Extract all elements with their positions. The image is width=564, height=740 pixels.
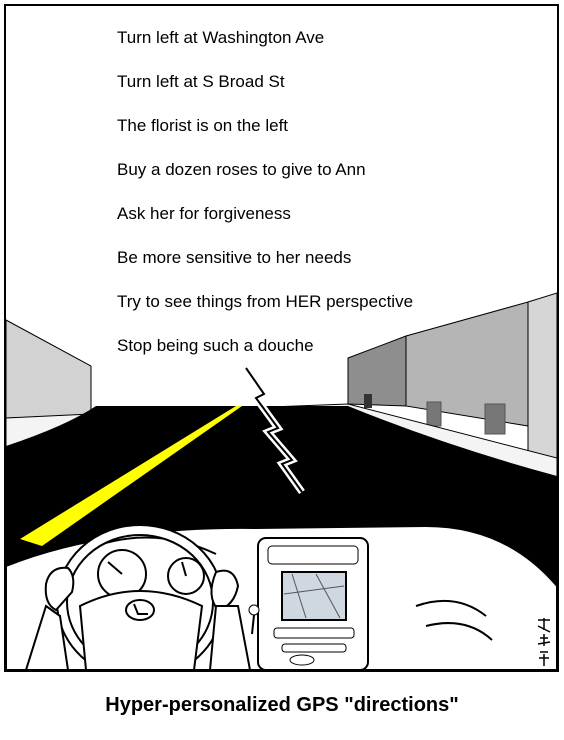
right-hand — [210, 569, 240, 612]
direction-line-1: Turn left at Washington Ave — [117, 28, 325, 47]
gps-screen — [281, 571, 347, 621]
building-window — [426, 401, 442, 427]
left-hand — [44, 566, 75, 612]
comic-caption: Hyper-personalized GPS "directions" — [105, 694, 459, 716]
building-window — [484, 403, 506, 435]
direction-line-7: Try to see things from HER perspective — [117, 292, 414, 311]
yellow-lane-line — [20, 406, 242, 546]
right-building-mid — [405, 301, 529, 427]
right-building-far — [347, 335, 407, 407]
building-door — [364, 394, 372, 408]
direction-line-8: Stop being such a douche — [117, 336, 314, 355]
direction-line-4: Buy a dozen roses to give to Ann — [117, 160, 366, 179]
direction-line-2: Turn left at S Broad St — [117, 72, 285, 91]
right-arm — [208, 605, 252, 670]
right-building-near — [527, 292, 557, 459]
direction-line-3: The florist is on the left — [117, 116, 289, 135]
artist-signature — [537, 618, 551, 666]
driving-scene — [6, 292, 557, 670]
direction-line-5: Ask her for forgiveness — [117, 204, 291, 223]
comic-panel: Turn left at Washington Ave Turn left at… — [4, 4, 559, 672]
direction-line-6: Be more sensitive to her needs — [117, 248, 352, 267]
lexus-logo-icon — [125, 599, 155, 621]
left-building — [6, 319, 92, 419]
left-arm — [24, 604, 70, 670]
ignition-key-icon — [248, 604, 260, 616]
